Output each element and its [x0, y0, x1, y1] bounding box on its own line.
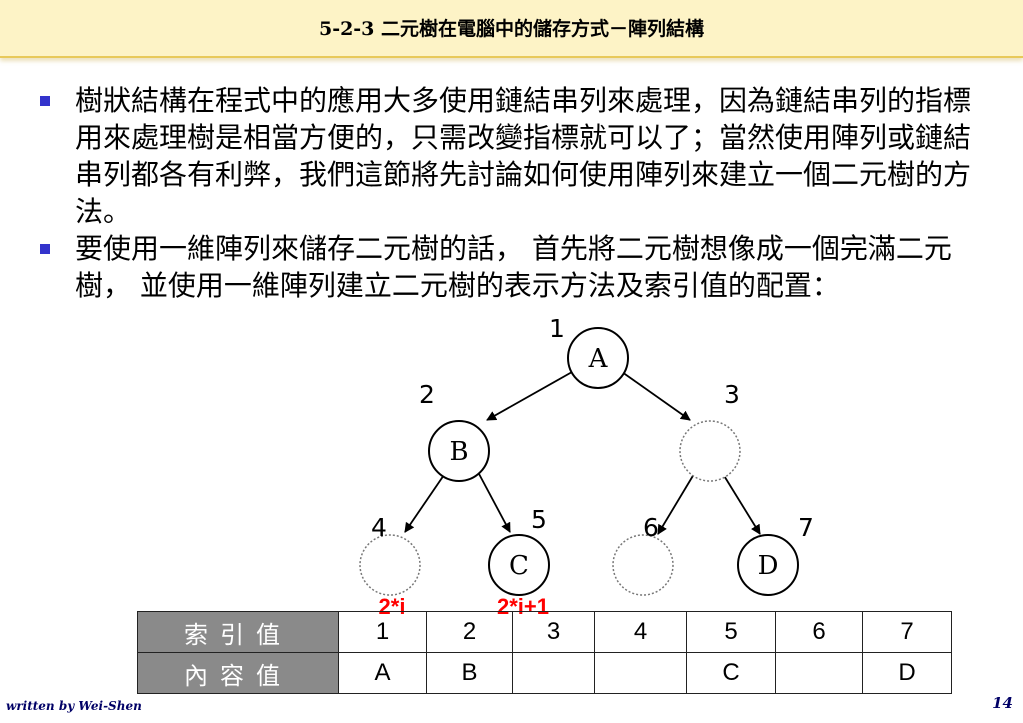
- edge-1-3: [621, 371, 691, 421]
- square-bullet-icon: [40, 96, 50, 106]
- edge-1-2: [486, 371, 573, 421]
- edge-2-5: [477, 471, 511, 533]
- tree-node-6: 6: [612, 513, 674, 596]
- tree-node-1: A 1: [549, 314, 629, 389]
- edge-3-7: [722, 473, 761, 535]
- square-bullet-icon: [40, 244, 50, 254]
- tree-node-3: 3: [679, 380, 741, 482]
- node-index: 4: [371, 513, 387, 542]
- node-label: B: [449, 437, 468, 467]
- edge-3-6: [657, 473, 695, 535]
- table-cell: [512, 652, 595, 694]
- table-cell: D: [862, 652, 952, 694]
- table-cell: 5: [686, 611, 776, 653]
- table-cell: 7: [862, 611, 952, 653]
- table-cell: 2: [426, 611, 513, 653]
- array-table: 索引值 1 2 3 4 5 6 7 內容值 A B C D: [137, 611, 952, 694]
- node-index: 7: [798, 513, 814, 542]
- node-index: 1: [549, 314, 565, 343]
- title-bar: 5-2-3 二元樹在電腦中的儲存方式－陣列結構: [0, 0, 1023, 58]
- table-row-index: 索引值 1 2 3 4 5 6 7: [137, 611, 952, 653]
- index-header: 索引值: [137, 611, 339, 653]
- table-cell: A: [338, 652, 427, 694]
- node-label: C: [509, 551, 529, 581]
- table-cell: 3: [512, 611, 595, 653]
- bullet-text: 樹狀結構在程式中的應用大多使用鏈結串列來處理，因為鏈結串列的指標用來處理樹是相當…: [75, 84, 972, 228]
- tree-node-7: D 7: [737, 513, 814, 596]
- table-cell: [594, 652, 687, 694]
- table-cell: 1: [338, 611, 427, 653]
- table-row-content: 內容值 A B C D: [137, 652, 952, 694]
- bullet-text: 要使用一維陣列來儲存二元樹的話， 首先將二元樹想像成一個完滿二元樹， 並使用一維…: [75, 232, 952, 302]
- table-cell: 4: [594, 611, 687, 653]
- content-header: 內容值: [137, 652, 339, 694]
- node-index: 3: [724, 380, 740, 409]
- page-number: 14: [992, 694, 1013, 712]
- node-index: 2: [419, 380, 435, 409]
- tree-node-4: 4: [359, 513, 421, 596]
- bullet-list: 樹狀結構在程式中的應用大多使用鏈結串列來處理，因為鏈結串列的指標用來處理樹是相當…: [38, 82, 993, 304]
- slide-title: 5-2-3 二元樹在電腦中的儲存方式－陣列結構: [318, 18, 705, 40]
- edge-2-4: [404, 471, 447, 533]
- node-label: A: [588, 344, 609, 374]
- bullet-item: 樹狀結構在程式中的應用大多使用鏈結串列來處理，因為鏈結串列的指標用來處理樹是相當…: [38, 82, 993, 230]
- bullet-item: 要使用一維陣列來儲存二元樹的話， 首先將二元樹想像成一個完滿二元樹， 並使用一維…: [38, 230, 993, 304]
- tree-node-5: C 5: [488, 505, 550, 596]
- node-index: 6: [643, 513, 659, 542]
- node-label: D: [758, 551, 779, 581]
- table-cell: [775, 652, 863, 694]
- table-cell: 6: [775, 611, 863, 653]
- tree-node-2: B 2: [419, 380, 490, 482]
- node-index: 5: [531, 505, 547, 534]
- table-cell: B: [426, 652, 513, 694]
- table-cell: C: [686, 652, 776, 694]
- footer-author: written by Wei-Shen: [6, 699, 142, 713]
